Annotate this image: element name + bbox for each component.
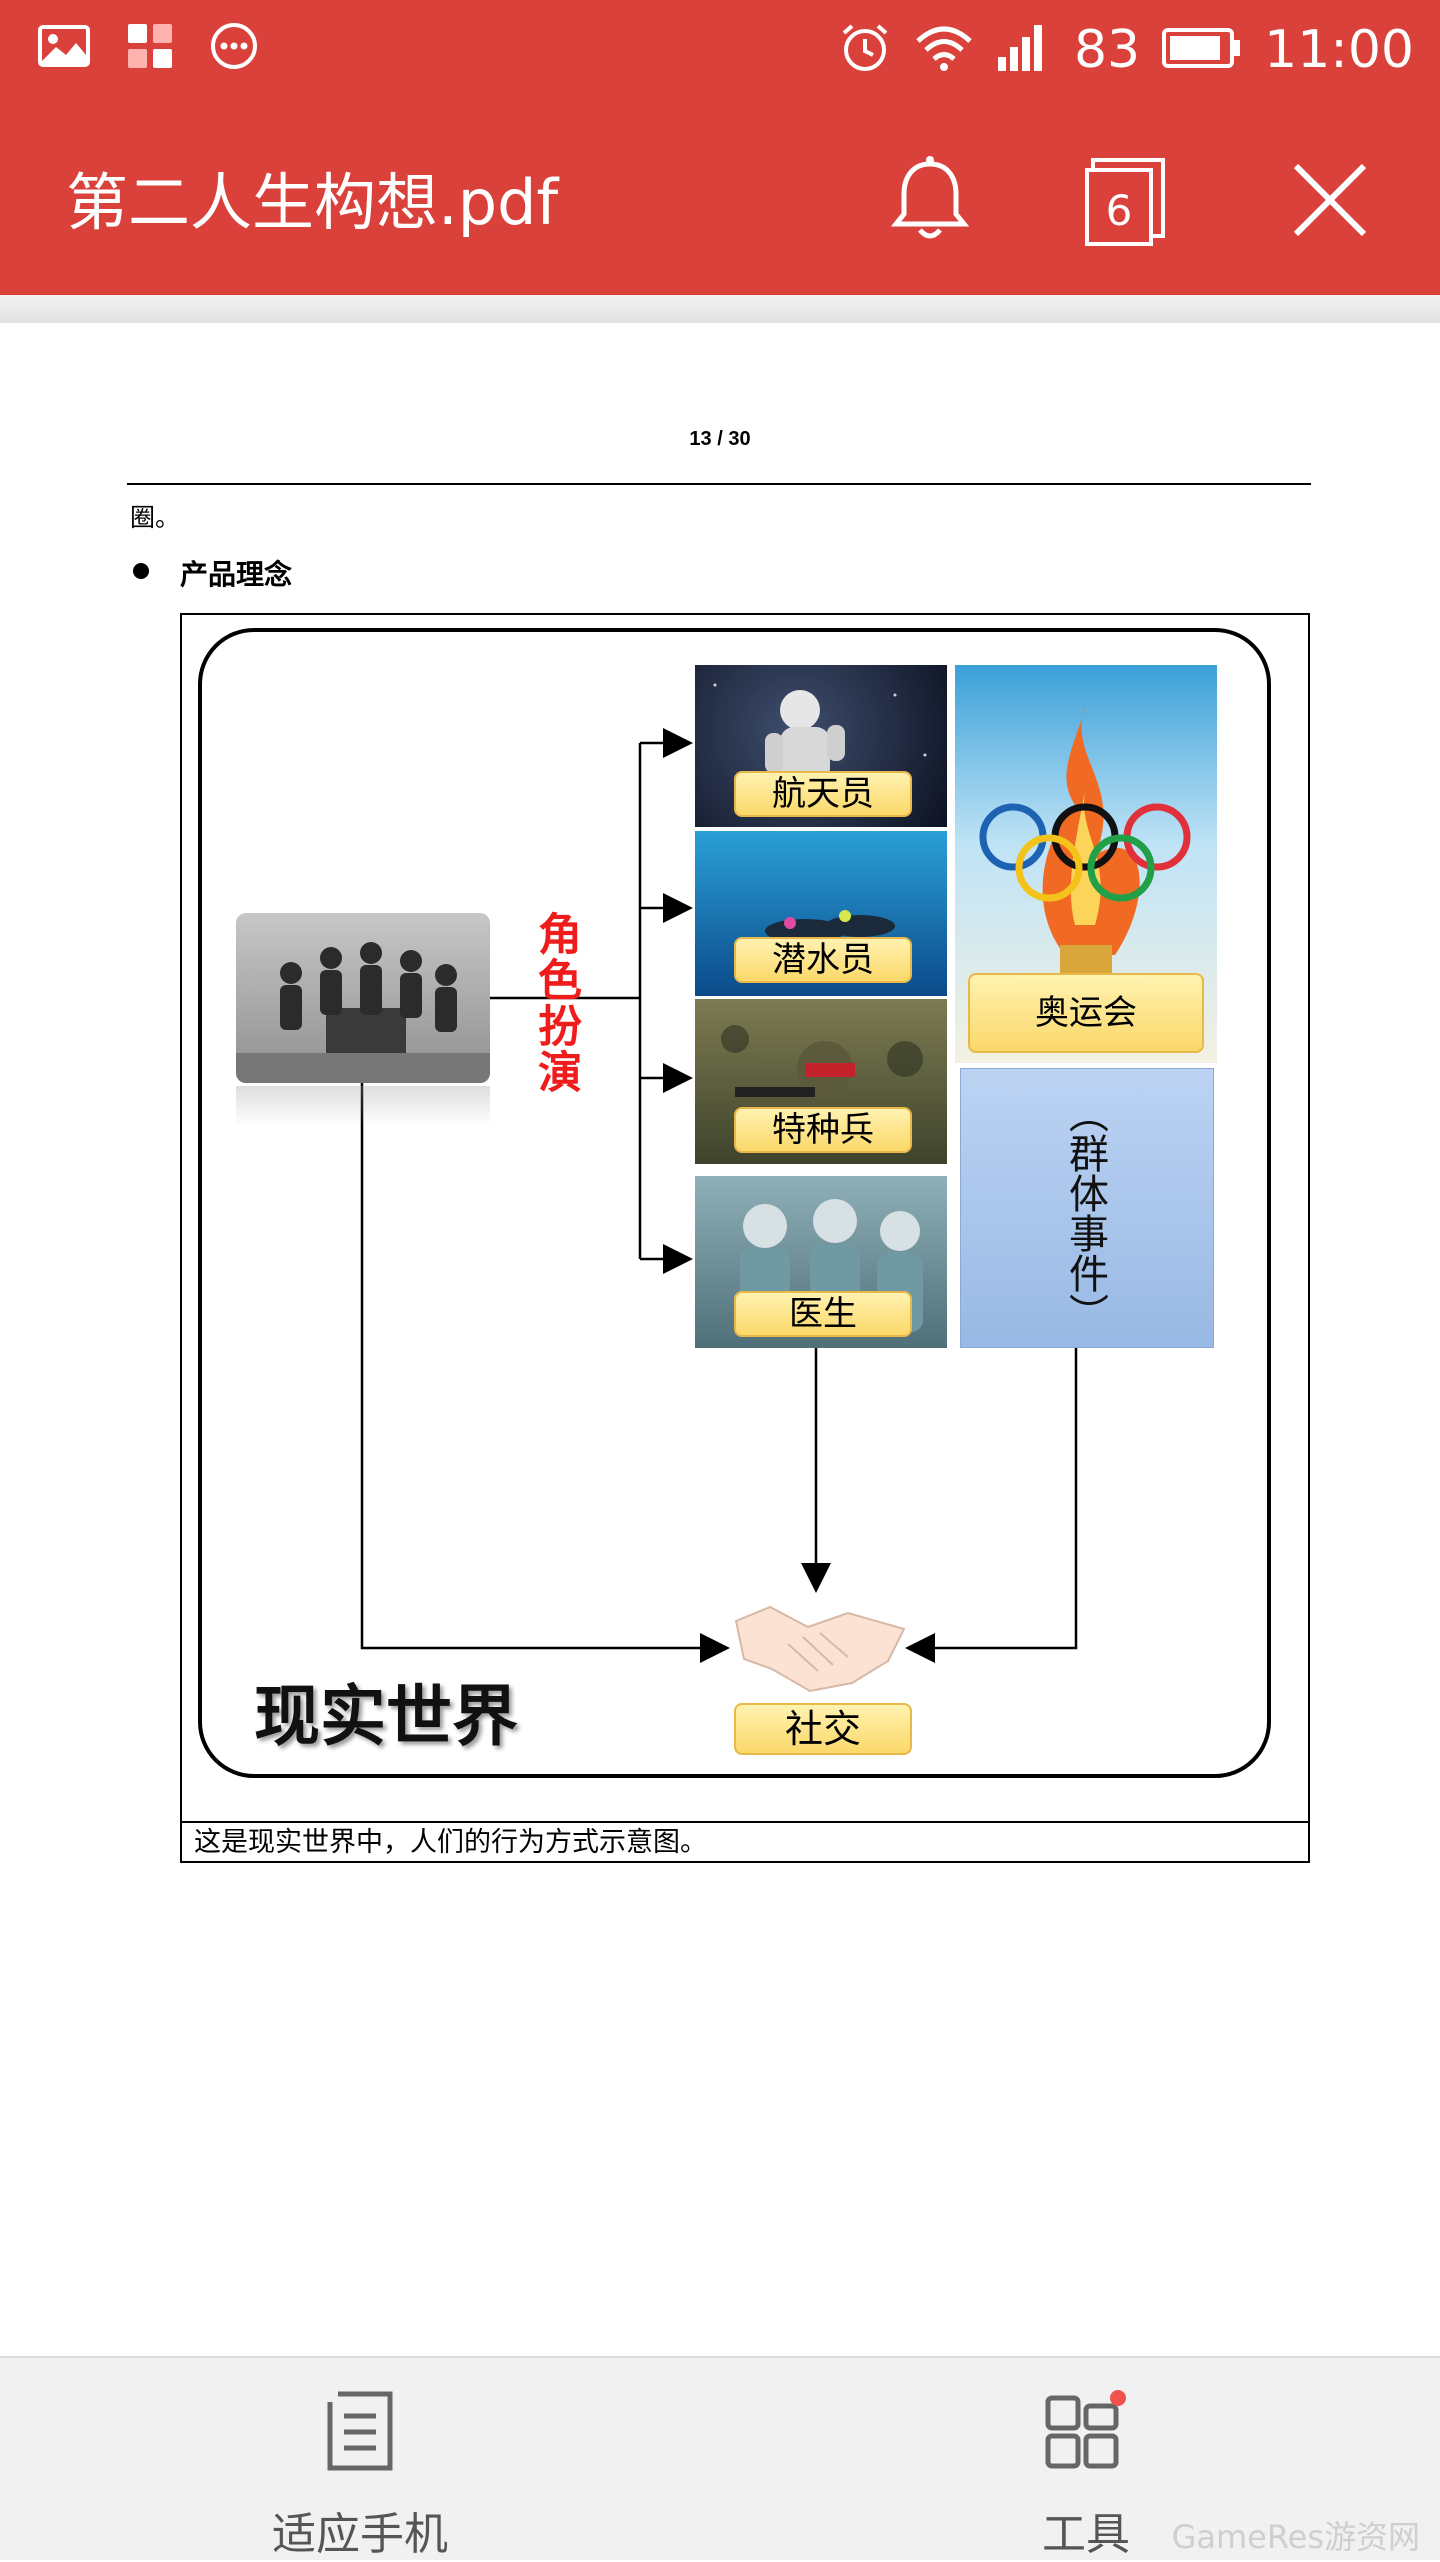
close-icon[interactable]	[1280, 150, 1380, 250]
fit-phone-label: 适应手机	[272, 2509, 448, 2560]
tools-label: 工具	[1042, 2509, 1130, 2560]
viewer-divider	[0, 295, 1440, 323]
fit-phone-icon	[320, 2388, 400, 2478]
figure-frame	[180, 613, 1310, 1863]
group-event-label: （群体事件）	[1062, 1093, 1108, 1333]
bottom-toolbar: 适应手机 工具	[0, 2356, 1440, 2560]
tools-button[interactable]: 工具	[936, 2358, 1236, 2562]
tools-grid-icon	[1042, 2388, 1132, 2478]
app-grid-icon	[126, 22, 174, 74]
battery-level: 83	[1073, 20, 1141, 80]
figure-rounded-box	[198, 628, 1271, 1778]
signal-icon	[996, 23, 1052, 77]
role-label-doctor: 医生	[734, 1291, 912, 1337]
role-label-astronaut: 航天员	[734, 771, 912, 817]
handshake-image	[728, 1599, 913, 1699]
bullet-dot	[133, 563, 149, 579]
role-label-soldier: 特种兵	[734, 1107, 912, 1153]
status-bar: 83 11:00	[0, 0, 1440, 100]
more-dots-icon	[210, 22, 258, 74]
people-photo-reflection	[236, 1086, 490, 1126]
tab-count: 6	[1105, 186, 1133, 235]
real-world-label: 现实世界	[254, 1678, 518, 1755]
watermark-text: GameRes游资网	[1171, 2518, 1420, 2556]
battery-icon	[1162, 26, 1242, 74]
page-indicator: 13 / 30	[689, 428, 751, 450]
header-rule	[127, 483, 1311, 485]
clock-time: 11:00	[1264, 20, 1414, 80]
alarm-icon	[838, 21, 892, 79]
app-bar: 第二人生构想.pdf 6	[0, 100, 1440, 295]
tabs-icon[interactable]: 6	[1075, 150, 1175, 250]
people-photo	[236, 913, 490, 1083]
bell-icon[interactable]	[880, 150, 980, 250]
figure-caption: 这是现实世界中，人们的行为方式示意图。	[180, 1821, 1310, 1863]
bullet-heading: 产品理念	[180, 558, 293, 591]
document-title: 第二人生构想.pdf	[66, 166, 559, 239]
role-label-diver: 潜水员	[734, 937, 912, 983]
social-label: 社交	[734, 1703, 912, 1755]
wifi-icon	[914, 23, 974, 77]
role-play-label: 角色扮演	[530, 911, 581, 1095]
carryover-text: 圈。	[130, 503, 181, 532]
flow-connectors	[360, 728, 1078, 1663]
fit-phone-button[interactable]: 适应手机	[210, 2358, 510, 2562]
pdf-page[interactable]: 13 / 30 圈。 产品理念	[0, 323, 1440, 2356]
olympics-label: 奥运会	[968, 973, 1204, 1053]
group-event-box	[960, 1068, 1214, 1348]
gallery-icon	[38, 25, 90, 71]
